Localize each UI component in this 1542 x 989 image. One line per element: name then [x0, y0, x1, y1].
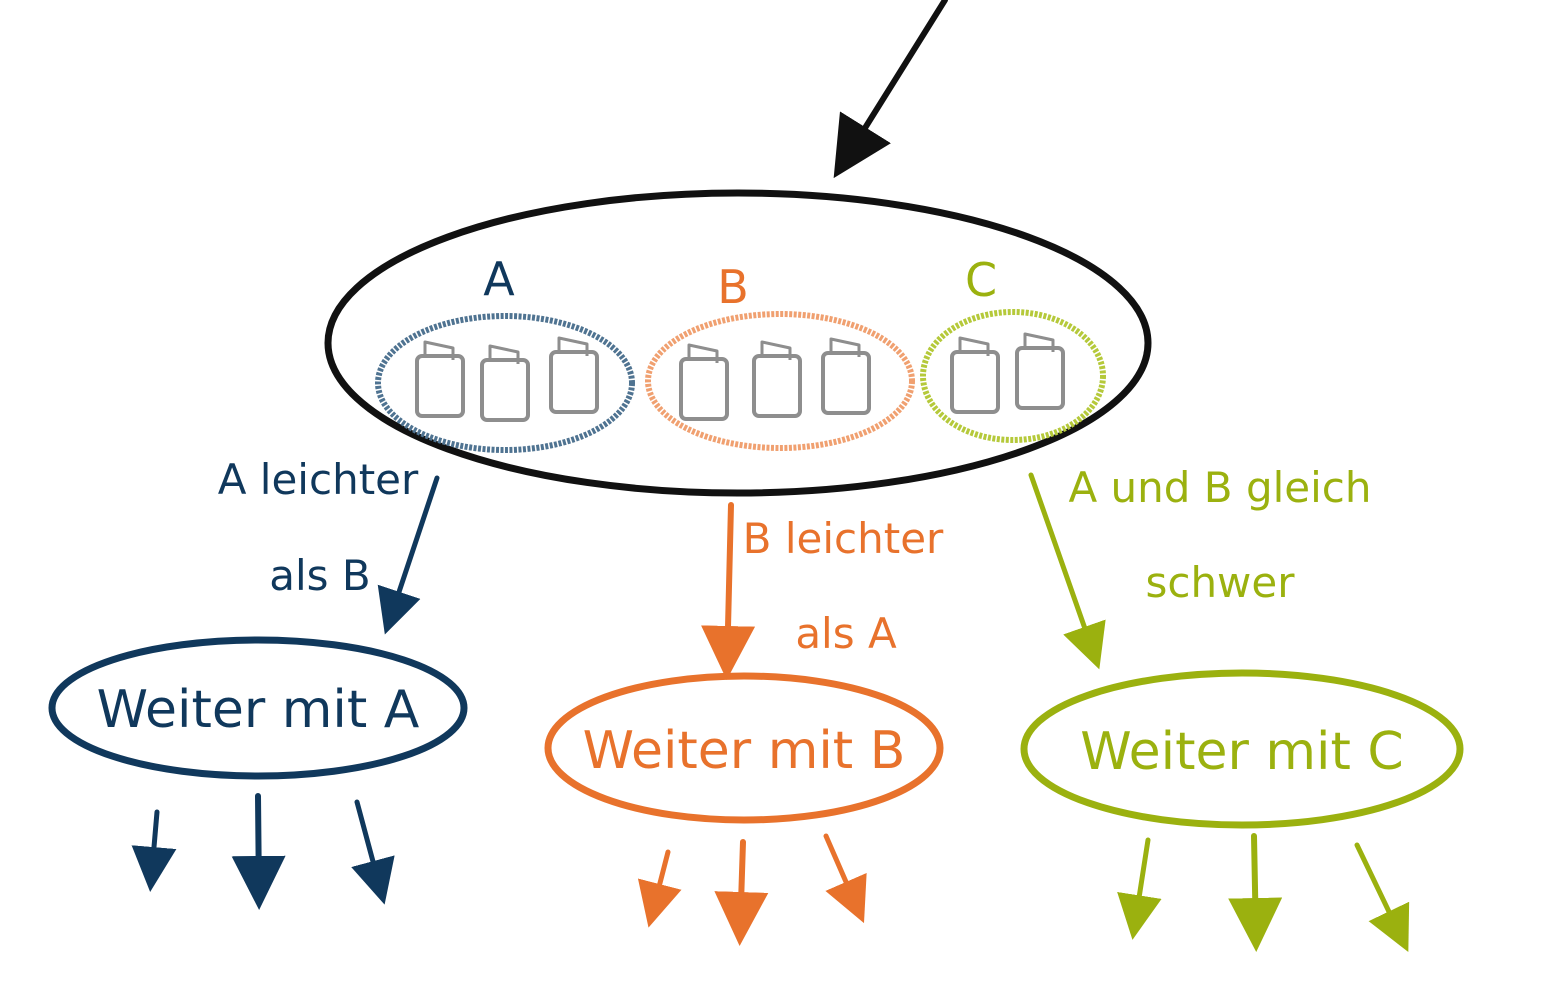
continue-a-text: Weiter mit A: [97, 680, 420, 740]
coin-weight-icon: [549, 336, 599, 414]
coin-weight-icon: [752, 340, 802, 418]
group-b-label: B: [717, 260, 749, 314]
branch-a-label-line2: als B: [269, 551, 370, 600]
group-a-label: A: [483, 252, 515, 306]
arrow-down-icon: [1354, 842, 1410, 953]
all-coins-ellipse: [324, 189, 1152, 497]
coin-weight-icon: [480, 344, 530, 422]
arrow-down-icon: [351, 799, 395, 905]
coin-weight-icon: [950, 336, 1000, 414]
branch-c-label-line1: A und B gleich: [1068, 463, 1371, 512]
arrow-down-icon: [637, 849, 682, 928]
group-b-ring: [645, 311, 915, 451]
arrow-down-icon: [1117, 837, 1162, 940]
branch-b-label-line1: B leichter: [743, 514, 944, 563]
continue-a-node: [48, 636, 468, 780]
branch-arrow-c: [1028, 472, 1106, 670]
coin-weight-icon: [679, 343, 729, 421]
coin-weight-icon: [415, 340, 465, 418]
branch-arrow-b: [701, 502, 756, 680]
continue-c-node: [1020, 669, 1464, 829]
group-a-ring: [375, 313, 635, 453]
group-c-ring: [920, 309, 1106, 443]
branch-b-label-line2: als A: [795, 609, 897, 658]
continue-b-text: Weiter mit B: [583, 721, 906, 781]
arrow-down-icon: [231, 793, 286, 910]
branch-arrow-a: [377, 475, 440, 635]
coin-weight-icon: [1015, 332, 1065, 410]
continue-b-node: [544, 672, 944, 824]
branch-c-label-line2: schwer: [1145, 558, 1295, 607]
incoming-arrow: [833, 0, 948, 179]
branch-a-label-line1: A leichter: [218, 455, 419, 504]
continue-c-text: Weiter mit C: [1080, 722, 1403, 782]
arrow-down-icon: [714, 839, 769, 946]
arrow-down-icon: [1228, 833, 1283, 952]
arrow-down-icon: [823, 833, 867, 924]
group-c-label: C: [965, 253, 997, 307]
coin-weight-icon: [821, 337, 871, 415]
arrow-down-icon: [131, 809, 177, 892]
